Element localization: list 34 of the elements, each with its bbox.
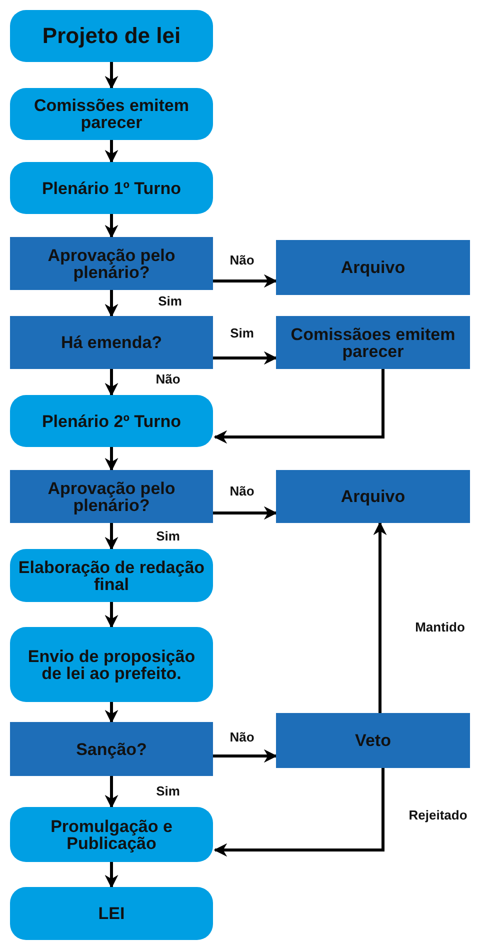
decision-box: Aprovação pelo plenário? [10, 237, 213, 290]
arrow [104, 62, 118, 90]
decision-box: Há emenda? [10, 316, 213, 369]
arrow [104, 523, 118, 550]
arrow [104, 447, 118, 472]
arrow [104, 602, 118, 628]
arrow [104, 140, 118, 164]
arrow [213, 274, 278, 288]
arrow [213, 506, 278, 520]
decision-box: Arquivo [276, 240, 470, 295]
arrow [213, 749, 278, 763]
arrow [104, 862, 118, 888]
decision-box: Arquivo [276, 470, 470, 523]
process-box: Envio de proposição de lei ao prefeito. [10, 627, 213, 702]
arrow [214, 768, 384, 857]
decision-box: Veto [276, 713, 470, 768]
process-box: Plenário 1º Turno [10, 162, 213, 214]
arrow [373, 522, 387, 713]
arrow [104, 702, 118, 724]
process-box: Promulgação e Publicação [10, 807, 213, 862]
decision-box: Aprovação pelo plenário? [10, 470, 213, 523]
process-box: Plenário 2º Turno [10, 395, 213, 447]
arrow [104, 214, 118, 238]
arrow [104, 776, 118, 808]
process-box: LEI [10, 887, 213, 940]
decision-box: Comissãoes emitem parecer [276, 316, 470, 369]
arrow [213, 351, 278, 365]
arrow [104, 369, 118, 396]
process-box: Elaboração de redação final [10, 549, 213, 602]
decision-box: Sanção? [10, 722, 213, 776]
process-box: Projeto de lei [10, 10, 213, 62]
arrow [104, 290, 118, 318]
process-box: Comissões emitem parecer [10, 88, 213, 140]
arrow [214, 369, 384, 444]
